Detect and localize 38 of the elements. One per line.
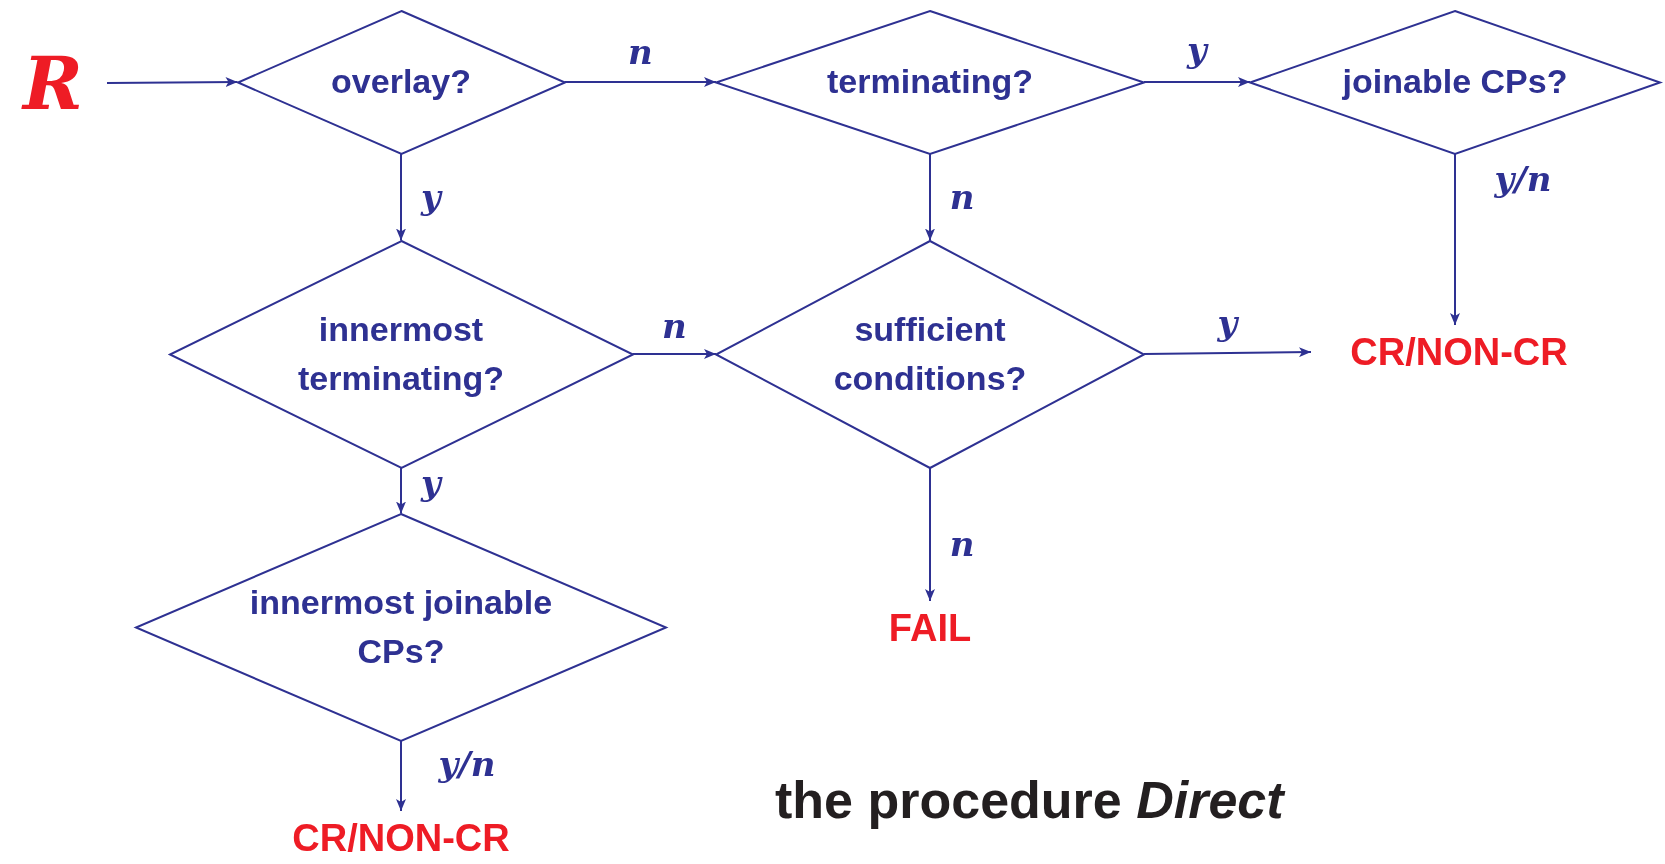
edge-label: n <box>661 309 687 343</box>
arrow <box>925 152 935 242</box>
decision-label: innermost joinable CPs? <box>248 581 554 672</box>
decision-label: innermost terminating? <box>297 308 505 399</box>
edge-label: y <box>1187 33 1207 67</box>
arrow <box>396 152 406 242</box>
arrow <box>925 466 935 602</box>
arrow <box>396 466 406 515</box>
result-label: FAIL <box>875 605 985 651</box>
arrow <box>1143 77 1251 87</box>
edge-label: y/n <box>438 746 496 781</box>
decision-label: overlay? <box>330 61 472 103</box>
arrow <box>631 349 717 359</box>
result-label: CR/NON-CR <box>261 815 541 861</box>
edge-label: n <box>949 180 975 214</box>
edge-label: y <box>421 465 441 500</box>
decision-label: joinable CPs? <box>1341 61 1569 103</box>
edge-label: y <box>1217 306 1238 340</box>
decision-diamond <box>237 10 565 154</box>
edge-label: n <box>627 35 653 69</box>
result-label: CR/NON-CR <box>1319 329 1599 375</box>
arrow <box>563 77 717 87</box>
caption: the procedure Direct <box>775 770 1284 830</box>
edge-label: n <box>949 527 975 562</box>
arrow <box>1450 152 1460 326</box>
decision-diamond <box>716 240 1144 468</box>
arrow <box>396 739 406 812</box>
decision-diamond <box>136 513 666 741</box>
edge-label: y/n <box>1494 162 1552 197</box>
decision-diamond <box>716 10 1144 154</box>
decision-diamond <box>1250 10 1660 154</box>
arrow <box>106 77 239 88</box>
edge-label: y <box>421 180 441 214</box>
arrow <box>1143 347 1312 358</box>
decision-label: sufficient conditions? <box>832 308 1028 399</box>
decision-diamond <box>169 240 633 468</box>
decision-label: terminating? <box>826 61 1034 103</box>
start-symbol: R <box>13 45 93 121</box>
